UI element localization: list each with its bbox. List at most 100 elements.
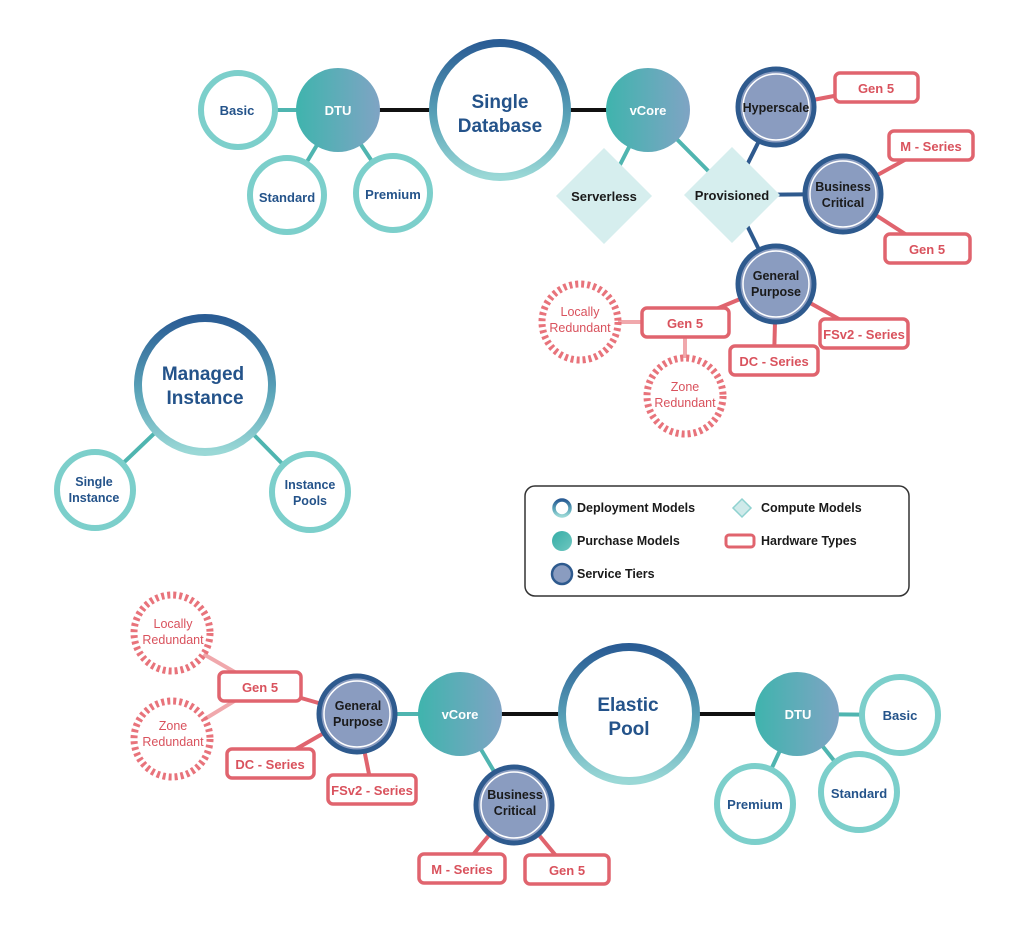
sd-gp-label-2: Purpose [751, 285, 801, 299]
ep-dtu-node[interactable]: DTU [755, 672, 839, 756]
ep-basic-node[interactable]: Basic [859, 674, 941, 756]
ep-bc-label-1: Business [487, 788, 543, 802]
single-instance-label-2: Instance [69, 491, 120, 505]
legend-deployment-icon [552, 498, 572, 518]
ep-dtu-label: DTU [785, 707, 812, 722]
ep-gp-label-2: Purpose [333, 715, 383, 729]
sd-hyperscale-gen5-label: Gen 5 [858, 81, 894, 96]
sd-zone-redundant-node[interactable]: Zone Redundant [643, 354, 727, 438]
ep-locally-label-1: Locally [154, 617, 194, 631]
sd-locally-redundant-node[interactable]: Locally Redundant [538, 280, 622, 364]
managed-instance-group: Managed Instance Single Instance Instanc… [54, 314, 351, 533]
legend-box [524, 485, 910, 597]
sd-bc-gen5-box[interactable]: Gen 5 [883, 232, 972, 265]
single-database-title-2: Database [458, 116, 543, 137]
sd-gp-dcseries-box[interactable]: DC - Series [728, 344, 820, 377]
single-database-group: Single Database DTU Basic Standard Premi… [198, 39, 975, 438]
instance-pools-label-1: Instance [285, 478, 336, 492]
sd-dtu-label: DTU [325, 103, 352, 118]
ep-gp-dcseries-box[interactable]: DC - Series [225, 747, 316, 780]
sd-hyperscale-label: Hyperscale [743, 101, 810, 115]
instance-pools-node[interactable]: Instance Pools [269, 451, 351, 533]
legend-hardware-icon [724, 533, 756, 549]
sd-bc-label-1: Business [815, 180, 871, 194]
sd-bc-label-2: Critical [822, 196, 864, 210]
ep-zone-label-1: Zone [159, 719, 188, 733]
ep-premium-node[interactable]: Premium [714, 763, 796, 845]
ep-business-critical-node[interactable]: Business Critical [473, 764, 555, 846]
managed-instance-title-2: Instance [166, 388, 243, 409]
sd-hyperscale-gen5-box[interactable]: Gen 5 [833, 71, 920, 104]
serverless-label: Serverless [571, 189, 637, 204]
sd-hyperscale-node[interactable]: Hyperscale [735, 66, 817, 148]
sd-standard-label: Standard [259, 190, 315, 205]
sd-gp-gen5-label: Gen 5 [667, 316, 703, 331]
legend-compute-label: Compute Models [761, 501, 862, 515]
elastic-pool-title-1: Elastic [597, 695, 659, 716]
legend-hardware-label: Hardware Types [761, 534, 857, 548]
sd-bc-mseries-label: M - Series [900, 139, 961, 154]
ep-locally-label-2: Redundant [142, 633, 204, 647]
instance-pools-label-2: Pools [293, 494, 327, 508]
ep-premium-label: Premium [727, 797, 783, 812]
ep-zone-redundant-node[interactable]: Zone Redundant [130, 697, 214, 781]
sd-gp-gen5-box[interactable]: Gen 5 [640, 306, 731, 339]
sd-gp-label-1: General [753, 269, 800, 283]
ep-general-purpose-node[interactable]: General Purpose [316, 673, 398, 755]
sd-zone-label-1: Zone [671, 380, 700, 394]
sd-zone-label-2: Redundant [654, 396, 716, 410]
sd-standard-node[interactable]: Standard [247, 155, 327, 235]
sd-business-critical-node[interactable]: Business Critical [802, 153, 884, 235]
ep-gp-label-1: General [335, 699, 382, 713]
sd-bc-mseries-box[interactable]: M - Series [887, 129, 975, 162]
ep-vcore-label: vCore [442, 707, 479, 722]
sd-vcore-label: vCore [630, 103, 667, 118]
sd-basic-label: Basic [220, 103, 255, 118]
provisioned-label: Provisioned [695, 188, 769, 203]
sd-vcore-node[interactable]: vCore [606, 68, 690, 152]
ep-standard-label: Standard [831, 786, 887, 801]
legend-purchase-icon [552, 531, 572, 551]
ep-bc-label-2: Critical [494, 804, 536, 818]
sd-dtu-node[interactable]: DTU [296, 68, 380, 152]
provisioned-node[interactable]: Provisioned [684, 147, 780, 243]
ep-bc-mseries-label: M - Series [431, 862, 492, 877]
single-database-node[interactable]: Single Database [429, 39, 571, 181]
sd-premium-node[interactable]: Premium [353, 153, 433, 233]
ep-basic-label: Basic [883, 708, 918, 723]
sd-gp-fsv2-box[interactable]: FSv2 - Series [818, 317, 910, 350]
sd-bc-gen5-label: Gen 5 [909, 242, 945, 257]
legend-tiers-icon [550, 562, 574, 586]
ep-gp-fsv2-box[interactable]: FSv2 - Series [326, 773, 418, 806]
legend: Deployment Models Compute Models Purchas… [524, 485, 910, 597]
ep-vcore-node[interactable]: vCore [418, 672, 502, 756]
sd-locally-label-2: Redundant [549, 321, 611, 335]
sd-basic-node[interactable]: Basic [198, 70, 278, 150]
sd-general-purpose-node[interactable]: General Purpose [735, 243, 817, 325]
legend-purchase-label: Purchase Models [577, 534, 680, 548]
ep-bc-gen5-label: Gen 5 [549, 863, 585, 878]
legend-tiers-label: Service Tiers [577, 567, 655, 581]
ep-bc-gen5-box[interactable]: Gen 5 [523, 853, 611, 886]
single-database-title-1: Single [471, 92, 528, 113]
single-instance-node[interactable]: Single Instance [54, 449, 136, 531]
ep-gp-dcseries-label: DC - Series [235, 757, 304, 772]
sd-gp-dcseries-label: DC - Series [739, 354, 808, 369]
serverless-node[interactable]: Serverless [556, 148, 652, 244]
ep-standard-node[interactable]: Standard [818, 751, 900, 833]
sd-gp-fsv2-label: FSv2 - Series [823, 327, 905, 342]
ep-gp-fsv2-label: FSv2 - Series [331, 783, 413, 798]
elastic-pool-node[interactable]: Elastic Pool [558, 643, 700, 785]
ep-zone-label-2: Redundant [142, 735, 204, 749]
ep-bc-mseries-box[interactable]: M - Series [417, 852, 507, 885]
sd-premium-label: Premium [365, 187, 421, 202]
ep-gp-gen5-box[interactable]: Gen 5 [217, 670, 303, 703]
elastic-pool-title-2: Pool [608, 719, 649, 740]
legend-deployment-label: Deployment Models [577, 501, 695, 515]
single-instance-label-1: Single [75, 475, 113, 489]
ep-locally-redundant-node[interactable]: Locally Redundant [130, 591, 214, 675]
managed-instance-node[interactable]: Managed Instance [134, 314, 276, 456]
ep-gp-gen5-label: Gen 5 [242, 680, 278, 695]
